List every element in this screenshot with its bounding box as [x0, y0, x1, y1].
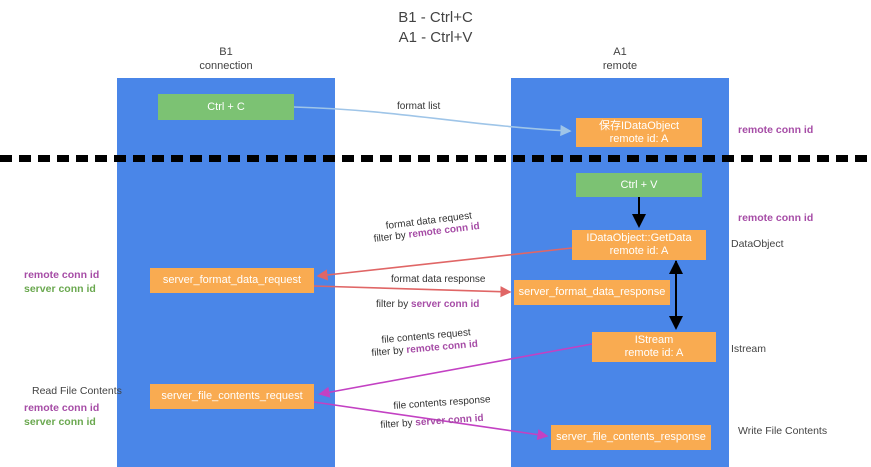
box-saved-idataobject-line1: 保存IDataObject	[598, 119, 680, 132]
box-saved-idataobject[interactable]: 保存IDataObject remote id: A	[576, 118, 702, 147]
page-title-line-1: B1 - Ctrl+C	[398, 9, 473, 26]
box-ctrl-c[interactable]: Ctrl + C	[158, 94, 294, 120]
edge-filter-prefix: filter by	[380, 417, 416, 431]
annotation-read-file-contents: Read File Contents	[32, 385, 122, 397]
edge-filter-key-server-conn-id: server conn id	[411, 299, 480, 310]
edge-filter-key-server-conn-id: server conn id	[415, 412, 484, 429]
page-title: B1 - Ctrl+C A1 - Ctrl+V	[0, 8, 871, 48]
annotation-remote-conn-id-mid: remote conn id	[738, 212, 814, 224]
lane-header-b1-name: B1	[219, 46, 233, 58]
annotation-write-file-contents: Write File Contents	[738, 425, 828, 437]
lane-header-b1-sublabel: connection	[199, 60, 253, 72]
box-istream-line1: IStream	[634, 334, 674, 346]
box-saved-idataobject-line2: remote id: A	[609, 132, 669, 145]
box-ctrl-v-label: Ctrl + V	[620, 178, 658, 191]
edge-filter-prefix: filter by	[376, 299, 412, 310]
edge-filter-prefix: filter by	[373, 229, 410, 245]
box-ctrl-c-label: Ctrl + C	[207, 100, 245, 113]
edge-filter-format-data-response: filter by server conn id	[376, 298, 479, 311]
annotation-left-conn-ids-bottom: remote conn id server conn id	[24, 401, 99, 429]
edge-label-format-data-response: format data response	[391, 273, 486, 286]
box-server-file-contents-request-label: server_file_contents_request	[161, 390, 303, 402]
box-ctrl-v[interactable]: Ctrl + V	[576, 173, 702, 197]
annotation-left-remote-conn-id-2: remote conn id	[24, 402, 100, 414]
box-istream-line2: remote id: A	[624, 347, 684, 359]
edge-label-file-contents-response: file contents response	[393, 393, 491, 413]
edge-label-format-list: format list	[397, 100, 440, 113]
edge-filter-prefix: filter by	[371, 344, 407, 359]
box-server-format-data-request[interactable]: server_format_data_request	[150, 268, 314, 293]
annotation-remote-conn-id-top: remote conn id	[738, 124, 814, 136]
lane-header-a1-sublabel: remote	[602, 60, 638, 72]
lane-header-a1-name: A1	[613, 46, 627, 58]
connector-format-data-response	[313, 285, 512, 298]
box-server-file-contents-response-label: server_file_contents_response	[556, 431, 706, 443]
annotation-left-server-conn-id-2: server conn id	[24, 416, 96, 428]
box-idataobject-getdata-line1: IDataObject::GetData	[586, 232, 692, 244]
box-server-format-data-response[interactable]: server_format_data_response	[514, 280, 670, 305]
edge-label-file-contents-response-text: file contents response	[393, 394, 491, 412]
edge-filter-file-contents-response: filter by server conn id	[380, 412, 484, 432]
box-server-format-data-response-label: server_format_data_response	[518, 286, 666, 298]
annotation-istream: Istream	[731, 343, 767, 355]
annotation-left-conn-ids-top: remote conn id server conn id	[24, 268, 99, 296]
box-idataobject-getdata-line2: remote id: A	[609, 245, 669, 257]
box-server-file-contents-request[interactable]: server_file_contents_request	[150, 384, 314, 409]
lane-header-b1: B1 connection	[117, 45, 335, 73]
edge-label-format-list-text: format list	[397, 101, 441, 112]
box-server-file-contents-response[interactable]: server_file_contents_response	[551, 425, 711, 450]
edge-label-format-data-response-text: format data response	[391, 274, 486, 285]
page-title-line-2: A1 - Ctrl+V	[398, 29, 473, 46]
annotation-left-server-conn-id: server conn id	[24, 283, 96, 295]
lane-header-a1: A1 remote	[511, 45, 729, 73]
annotation-dataobject: DataObject	[731, 238, 784, 250]
box-server-format-data-request-label: server_format_data_request	[162, 274, 302, 286]
box-idataobject-getdata[interactable]: IDataObject::GetData remote id: A	[572, 230, 706, 260]
annotation-left-remote-conn-id: remote conn id	[24, 269, 100, 281]
box-istream[interactable]: IStream remote id: A	[592, 332, 716, 362]
